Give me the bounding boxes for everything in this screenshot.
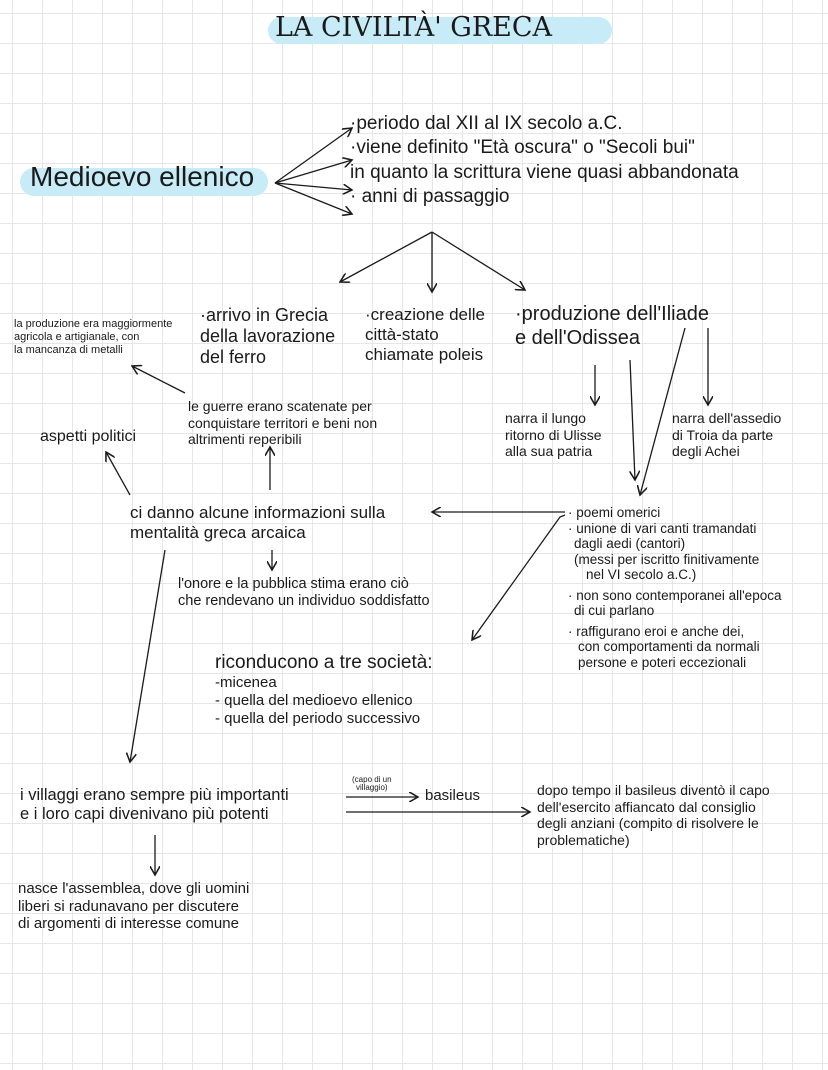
note-line: degli Achei [672,443,740,460]
note-line: la mancanza di metalli [14,343,123,356]
topic-point: ·viene definito "Età oscura" o "Secoli b… [350,137,695,159]
note-line: ritorno di Ulisse [505,426,602,443]
topic-point: · anni di passaggio [350,185,510,207]
topic-medioevo-ellenico: Medioevo ellenico [30,161,255,192]
note-line: liberi si radunavano per discutere [18,897,239,915]
note-line: ci danno alcune informazioni sulla [130,503,386,522]
note-line: nasce l'assemblea, dove gli uomini [18,880,250,897]
poems-list: · poemi omerici · unione di vari canti t… [568,505,781,670]
poem-line: (messi per iscritto finitivamente [574,551,760,567]
poem-line: · non sono contemporanei all'epoca [568,587,782,603]
page-title: LA CIVILTÀ' GRECA [275,12,553,43]
branch-line: e dell'Odissea [515,326,640,349]
political-aspects: aspetti politici [40,428,137,445]
arrow [640,327,686,495]
note-line: alla sua patria [505,443,593,460]
note-line: di argomenti di interesse comune [18,915,239,933]
arrow [132,366,186,394]
odyssey-note: narra il lungo ritorno di Ulisse alla su… [505,410,601,460]
note-line: i villaggi erano sempre più importanti [20,786,289,804]
poem-line: dagli aedi (cantori) [574,536,686,552]
branch-line: città-stato [365,325,439,345]
note-line: l'onore e la pubblica stima erano ciò [178,576,409,592]
assembly-note: nasce l'assemblea, dove gli uomini liber… [18,880,249,933]
note-line: la produzione era maggiormente [14,318,173,330]
societies: riconducono a tre società: -micenea - qu… [215,652,433,727]
poem-line: · unione di vari canti tramandati [568,520,757,536]
arrow [340,231,433,282]
branch-line: ·creazione delle [365,305,486,324]
mentality-note: ci danno alcune informazioni sulla menta… [130,503,385,543]
poem-line: nel VI secolo a.C.) [586,567,697,583]
note-line: le guerre erano scatenate per [188,398,372,414]
note-line: dopo tempo il basileus diventò il capo [537,782,770,798]
basileus-note: dopo tempo il basileus diventò il capo d… [537,782,770,848]
wars-note: le guerre erano scatenate per conquistar… [188,398,377,448]
note-line: (capo di un [352,775,392,784]
note-line: mentalità greca arcaica [130,523,306,543]
note-line: narra dell'assedio [672,410,782,426]
note-line: che rendevano un individuo soddisfatto [178,593,430,610]
topic-points: ·periodo dal XII al IX secolo a.C. ·vien… [350,112,739,209]
branch-iron: ·arrivo in Grecia della lavorazione del … [200,305,335,369]
arrow [472,514,566,640]
title-highlight [268,17,612,44]
note-line: altrimenti reperibili [188,431,302,448]
topic-point: ·periodo dal XII al IX secolo a.C. [350,113,623,134]
note-line: e i loro capi divenivano più potenti [20,805,269,824]
branch-polis: ·creazione delle città-stato chiamate po… [365,305,485,365]
society-item: - quella del periodo successivo [215,709,421,727]
note-line: narra il lungo [505,410,586,426]
note-line: problematiche) [537,831,630,848]
branch-line: chiamate poleis [365,345,484,365]
chief-label: (capo di un villaggio) [352,776,392,792]
societies-heading: riconducono a tre società: [215,652,433,673]
poem-line: con comportamenti da normali [578,639,760,655]
arrow [274,182,352,214]
arrow [431,231,525,290]
note-line: dell'esercito affiancato dal consiglio [537,798,756,815]
note-line: degli anziani (compito di risolvere le [537,815,759,832]
poem-line: di cui parlano [574,603,655,619]
note-line: conquistare territori e beni non [188,414,378,431]
branch-line: del ferro [200,347,267,368]
production-note: la produzione era maggiormente agricola … [14,318,172,357]
branch-epics: ·produzione dell'Iliade e dell'Odissea [515,303,709,350]
note-line: agricola e artigianale, con [14,330,140,343]
arrow [274,182,352,190]
poem-line: persone e poteri eccezionali [578,654,747,670]
basileus-label: basileus [425,787,481,804]
branch-line: della lavorazione [200,326,336,347]
arrow [629,359,635,480]
topic-point: in quanto la scrittura viene quasi abban… [350,161,739,183]
note-line: villaggio) [356,783,388,792]
topic-highlight [20,168,268,196]
arrow [130,549,166,762]
arrow [274,160,352,184]
note-line: di Troia da parte [672,426,774,443]
arrow [274,128,352,184]
branch-line: ·arrivo in Grecia [200,305,329,325]
society-item: - quella del medioevo ellenico [215,692,413,710]
poem-line: · raffigurano eroi e anche dei, [568,623,745,639]
arrow [106,452,131,496]
honor-note: l'onore e la pubblica stima erano ciò ch… [178,576,430,610]
iliad-note: narra dell'assedio di Troia da parte deg… [672,410,781,460]
branch-line: ·produzione dell'Iliade [515,303,709,325]
society-item: -micenea [215,674,277,692]
poem-line: · poemi omerici [568,505,661,520]
villages-note: i villaggi erano sempre più importanti e… [20,786,289,825]
